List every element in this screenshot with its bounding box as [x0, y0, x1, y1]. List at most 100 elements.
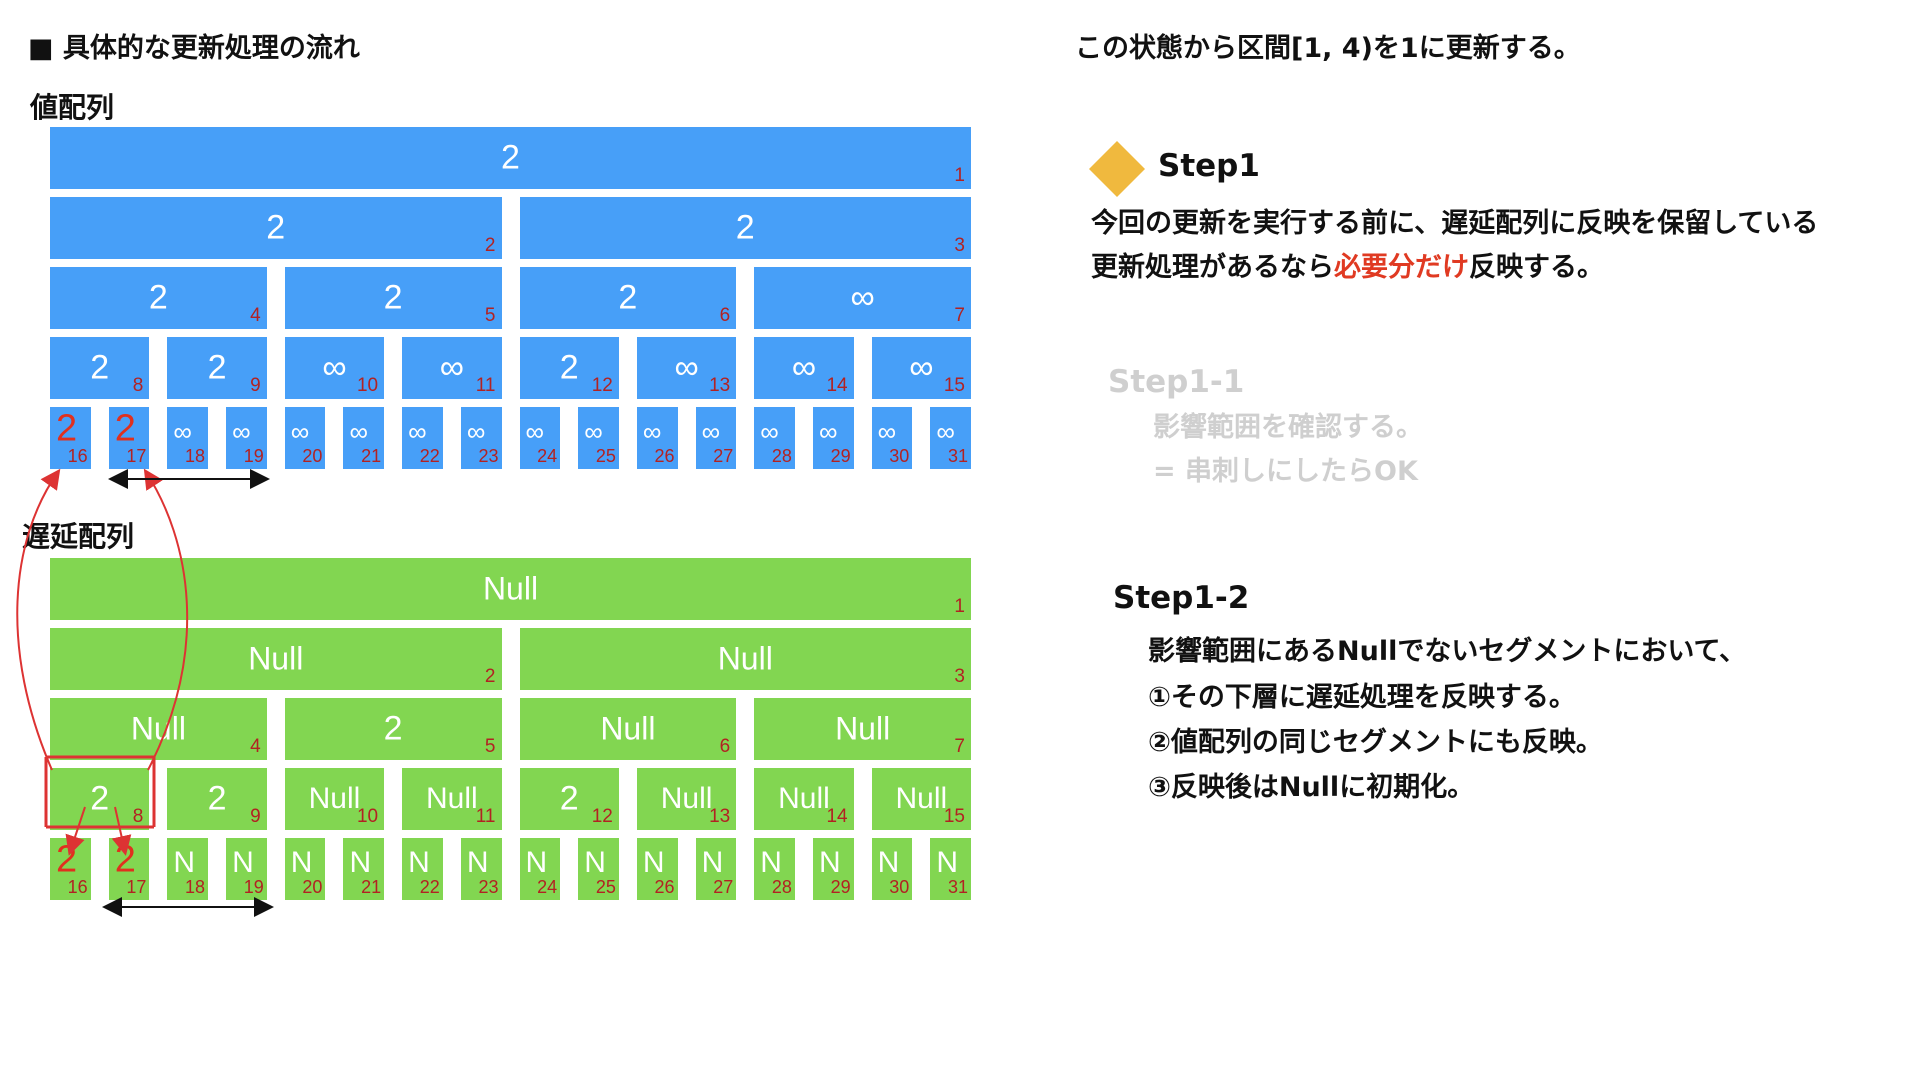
- lazy-value-27: N: [701, 845, 724, 879]
- lazy-index-31: 31: [947, 877, 968, 897]
- lazy-index-7: 7: [954, 736, 965, 757]
- lazy-index-2: 2: [484, 666, 496, 687]
- value-segment-22: ∞22: [402, 407, 443, 469]
- lazy-index-9: 9: [250, 806, 261, 827]
- step1-1-line2: = 串刺しにしたらOK: [1153, 456, 1418, 487]
- lazy-index-5: 5: [484, 736, 496, 757]
- value-index-13: 13: [709, 375, 731, 396]
- value-index-21: 21: [361, 446, 382, 466]
- step1-line2: 更新処理があるなら必要分だけ反映する。: [1091, 246, 1604, 290]
- value-value-25: ∞: [584, 416, 603, 447]
- value-index-27: 27: [713, 446, 734, 466]
- value-index-30: 30: [889, 446, 910, 466]
- value-segment-13: ∞ 13: [636, 337, 737, 399]
- value-index-7: 7: [954, 305, 965, 326]
- value-value-10: ∞: [322, 348, 347, 387]
- lazy-value-17: 2: [114, 838, 136, 881]
- lazy-value-16: 2: [56, 838, 78, 881]
- lazy-index-25: 25: [595, 877, 616, 897]
- step1-2-line2: ①その下層に遅延処理を反映する。: [1148, 682, 1576, 713]
- diamond-icon: [1089, 141, 1145, 197]
- value-value-13: ∞: [674, 348, 699, 387]
- value-index-31: 31: [947, 446, 968, 466]
- value-index-5: 5: [484, 305, 496, 326]
- value-segment-23: ∞23: [460, 407, 502, 469]
- step1-title: Step1: [1158, 148, 1260, 184]
- value-value-27: ∞: [701, 416, 721, 447]
- lazy-value-10: Null: [308, 782, 361, 815]
- step1-highlight: 必要分だけ: [1334, 252, 1469, 283]
- lazy-index-13: 13: [709, 806, 731, 827]
- lazy-value-26: N: [642, 845, 665, 879]
- lazy-index-29: 29: [830, 877, 851, 897]
- value-value-15: ∞: [909, 348, 934, 387]
- value-segment-14: ∞14: [754, 337, 854, 399]
- lazy-index-14: 14: [826, 806, 848, 827]
- value-value-6: 2: [618, 278, 638, 317]
- value-value-18: ∞: [173, 416, 192, 447]
- lazy-value-28: N: [760, 845, 782, 879]
- lazy-value-19: N: [232, 845, 254, 879]
- value-index-10: 10: [356, 375, 379, 396]
- value-value-28: ∞: [760, 416, 779, 447]
- value-index-19: 19: [243, 446, 264, 466]
- value-segment-30: ∞30: [871, 407, 913, 469]
- value-array-label: 値配列: [30, 91, 115, 124]
- value-segment-15: ∞15: [871, 337, 971, 399]
- value-segment-10: ∞ 10: [284, 337, 385, 399]
- lazy-value-11: Null: [425, 782, 478, 815]
- value-segment-20: ∞20: [284, 407, 326, 469]
- lazy-value-12: 2: [559, 779, 579, 818]
- lazy-value-2: Null: [248, 640, 304, 677]
- value-value-8: 2: [90, 348, 110, 387]
- lazy-value-22: N: [408, 845, 430, 879]
- value-index-28: 28: [771, 446, 792, 466]
- value-index-6: 6: [719, 305, 731, 326]
- value-value-16: 2: [56, 407, 78, 450]
- value-segment-24: ∞24: [519, 407, 561, 469]
- value-value-24: ∞: [525, 416, 545, 447]
- value-value-4: 2: [148, 278, 168, 317]
- value-index-14: 14: [826, 375, 848, 396]
- step1-line1: 今回の更新を実行する前に、遅延配列に反映を保留している: [1091, 208, 1819, 239]
- value-value-2: 2: [266, 208, 286, 247]
- value-value-3: 2: [735, 208, 755, 247]
- value-segment-11: ∞11: [402, 337, 502, 399]
- value-value-1: 2: [501, 138, 520, 177]
- value-segment-21: ∞21: [343, 407, 385, 469]
- lazy-value-31: N: [936, 845, 958, 879]
- lazy-value-15: Null: [895, 782, 948, 815]
- lazy-value-18: N: [173, 845, 196, 879]
- lazy-segment-2: Null 2: [50, 628, 502, 690]
- lazy-index-27: 27: [713, 877, 734, 897]
- value-segment-19: ∞19: [226, 407, 267, 469]
- value-value-31: ∞: [936, 416, 955, 447]
- value-segment-31: ∞31: [930, 407, 971, 469]
- value-value-21: ∞: [349, 416, 368, 447]
- lazy-index-17: 17: [126, 877, 147, 897]
- lazy-index-16: 16: [67, 877, 88, 897]
- value-value-26: ∞: [642, 416, 662, 447]
- lazy-index-21: 21: [361, 877, 382, 897]
- value-index-20: 20: [302, 446, 323, 466]
- value-index-29: 29: [830, 446, 851, 466]
